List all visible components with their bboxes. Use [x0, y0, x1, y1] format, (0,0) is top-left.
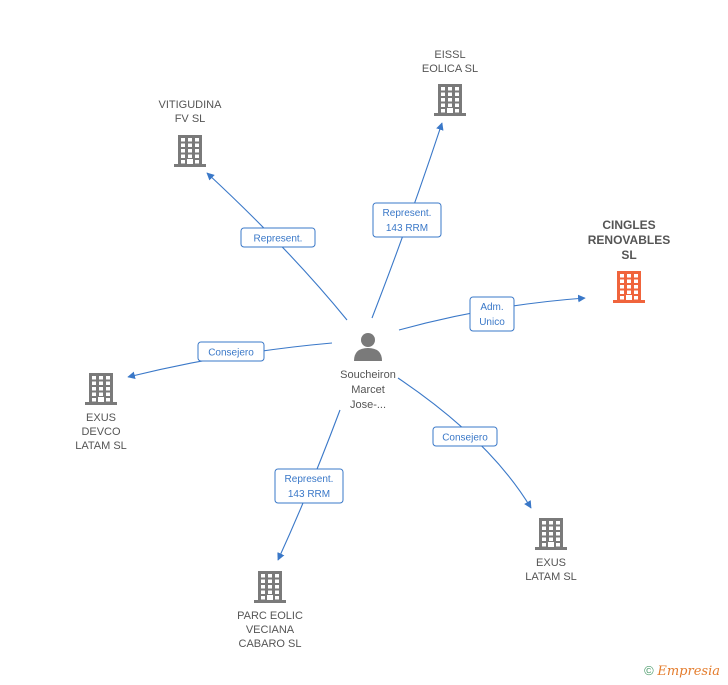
- edge-label-text: Consejero: [442, 433, 488, 444]
- node-label: EOLICA SL: [422, 63, 478, 75]
- building-icon[interactable]: [174, 135, 206, 167]
- edge-label-text: Unico: [479, 317, 505, 328]
- node-label: DEVCO: [81, 426, 121, 438]
- node-exus-latam[interactable]: EXUS LATAM SL: [525, 518, 577, 583]
- node-label: VECIANA: [246, 624, 295, 636]
- node-label: RENOVABLES: [588, 233, 670, 247]
- person-icon[interactable]: [354, 333, 382, 361]
- edge-label[interactable]: Represent. 143 RRM: [372, 202, 442, 238]
- person-label: Jose-...: [350, 399, 386, 411]
- node-label: CINGLES: [602, 218, 655, 232]
- node-parc-eolic[interactable]: PARC EOLIC VECIANA CABARO SL: [237, 571, 303, 650]
- node-label: FV SL: [175, 113, 206, 125]
- edge-cingles: Adm. Unico: [398, 294, 586, 332]
- edge-label-box: [372, 202, 442, 238]
- node-label: VITIGUDINA: [159, 99, 223, 111]
- edge-label[interactable]: Consejero: [432, 426, 498, 447]
- edge-label-text: 143 RRM: [288, 489, 330, 500]
- building-icon[interactable]: [85, 373, 117, 405]
- node-label: EXUS: [536, 557, 566, 569]
- edge-label[interactable]: Represent.: [240, 227, 316, 248]
- node-label: SL: [621, 248, 636, 262]
- building-icon[interactable]: [434, 84, 466, 116]
- copyright-symbol: ©: [644, 663, 654, 678]
- node-eissl[interactable]: EISSL EOLICA SL: [422, 49, 478, 116]
- node-label: EXUS: [86, 412, 116, 424]
- node-label: LATAM SL: [525, 571, 577, 583]
- edge-label-text: 143 RRM: [386, 223, 428, 234]
- edge-label[interactable]: Consejero: [197, 341, 265, 362]
- edge-label-text: Adm.: [480, 302, 503, 313]
- node-vitigudina[interactable]: VITIGUDINA FV SL: [159, 99, 223, 167]
- person-label: Marcet: [351, 384, 385, 396]
- edge-line: [206, 172, 348, 321]
- node-label: EISSL: [434, 49, 465, 61]
- node-exus-devco[interactable]: EXUS DEVCO LATAM SL: [75, 373, 127, 452]
- building-icon[interactable]: [535, 518, 567, 550]
- edge-label-box: [274, 468, 344, 504]
- edge-eissl: Represent. 143 RRM: [371, 122, 444, 319]
- brand-logo[interactable]: Empresia: [657, 664, 720, 679]
- node-center-person[interactable]: SoucheironMarcetJose-...: [340, 333, 396, 411]
- edge-exus-devco: Consejero: [127, 341, 333, 380]
- edge-parc-eolic: Represent. 143 RRM: [274, 409, 344, 561]
- edge-exus-latam: Consejero: [397, 377, 532, 509]
- building-icon[interactable]: [254, 571, 286, 603]
- node-label: PARC EOLIC: [237, 610, 303, 622]
- edge-label-box: [469, 296, 515, 332]
- edge-label[interactable]: Adm. Unico: [469, 296, 515, 332]
- person-label: Soucheiron: [340, 369, 396, 381]
- edge-vitigudina: Represent.: [206, 172, 348, 321]
- edge-label[interactable]: Represent. 143 RRM: [274, 468, 344, 504]
- edge-label-text: Represent.: [254, 234, 303, 245]
- edge-label-text: Represent.: [383, 208, 432, 219]
- node-label: LATAM SL: [75, 440, 127, 452]
- edge-label-box: [432, 426, 498, 447]
- node-label: CABARO SL: [239, 638, 302, 650]
- edge-label-text: Represent.: [285, 474, 334, 485]
- edge-label-box: [197, 341, 265, 362]
- edge-label-box: [240, 227, 316, 248]
- edge-label-text: Consejero: [208, 348, 254, 359]
- building-icon[interactable]: [613, 271, 645, 303]
- copyright-footer: © Empresia: [644, 663, 720, 679]
